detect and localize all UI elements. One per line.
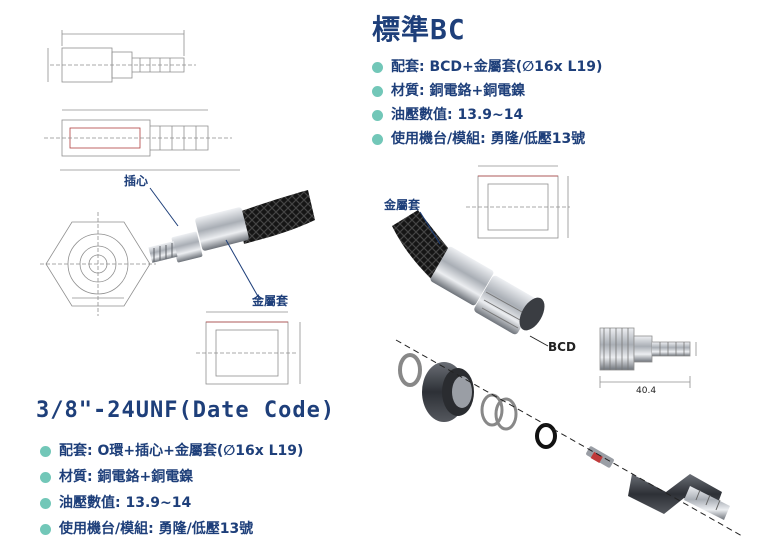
bc-spec-item: 油壓數值: 13.9~14	[372, 104, 523, 124]
hose-bcd-photo	[392, 210, 545, 335]
callout-line-metal-sleeve	[225, 239, 261, 301]
callout-metal-sleeve-right: 金屬套	[384, 198, 421, 212]
bc-spec-item: 配套: BCD+金屬套(∅16x L19)	[372, 56, 602, 76]
unf-spec-item: 使用機台/模組: 勇隆/低壓13號	[40, 518, 253, 538]
bc-title: 標準BC	[372, 13, 466, 46]
bullet-icon	[372, 61, 383, 73]
bullet-icon	[40, 497, 51, 509]
bullet-icon	[40, 471, 51, 483]
spring-ring-3	[494, 397, 518, 431]
dimension-label: 40.4	[636, 386, 657, 396]
callout-line-metal-sleeve-right	[419, 211, 441, 245]
unf-title: 3/8"-24UNF(Date Code)	[36, 398, 336, 423]
bullet-icon	[372, 109, 383, 121]
drawing-hex-end-view	[40, 212, 156, 316]
drawing-metal-sleeve-left	[196, 311, 301, 385]
bullet-icon	[40, 445, 51, 457]
callout-insert: 插心	[124, 174, 149, 188]
drawing-fitting-section-view	[44, 109, 240, 171]
exploded-parts	[398, 353, 730, 520]
bc-spec-item: 材質: 銅電鉻+銅電鎳	[372, 80, 525, 100]
callout-bcd: BCD	[548, 340, 576, 354]
drawing-bcd-side-view	[599, 327, 697, 388]
bullet-icon	[372, 85, 383, 97]
bullet-icon	[40, 523, 51, 535]
drawing-metal-sleeve-right	[466, 165, 570, 239]
spring-ring-2	[480, 393, 504, 427]
callout-metal-sleeve-left: 金屬套	[252, 294, 289, 308]
drawing-fitting-side-view	[47, 30, 196, 83]
unf-spec-item: 配套: O環+插心+金屬套(∅16x L19)	[40, 440, 303, 460]
o-ring	[535, 423, 557, 449]
spring-ring-1	[398, 353, 422, 387]
alignment-axis-line	[395, 339, 743, 537]
bc-spec-item: 使用機台/模組: 勇隆/低壓13號	[372, 128, 585, 148]
hose-fitting-photo	[148, 190, 315, 263]
callout-line-bcd	[529, 335, 549, 347]
callout-line-insert	[149, 187, 179, 227]
bullet-icon	[372, 133, 383, 145]
unf-spec-item: 材質: 銅電鉻+銅電鎳	[40, 466, 193, 486]
unf-spec-item: 油壓數值: 13.9~14	[40, 492, 191, 512]
